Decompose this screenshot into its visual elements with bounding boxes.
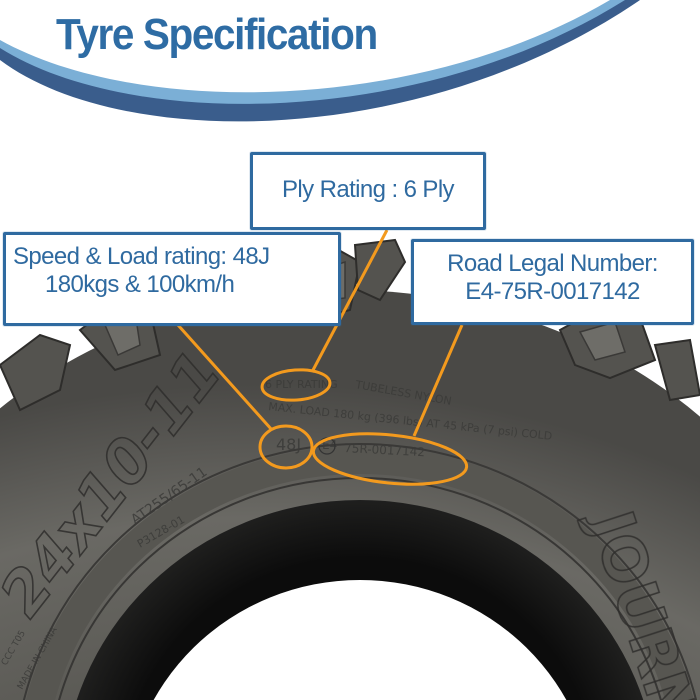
speed-load-label: Speed & Load rating: 48J <box>13 243 270 270</box>
road-legal-leader <box>412 324 464 437</box>
ply-highlight <box>260 368 332 402</box>
ply-rating-callout: Ply Rating : 6 Ply <box>250 152 486 230</box>
ply-rating-label: Ply Rating : 6 Ply <box>282 176 455 203</box>
ply-leader <box>310 229 389 373</box>
road-legal-label: Road Legal Number: <box>447 250 658 277</box>
road-legal-highlight <box>311 432 469 486</box>
page-title: Tyre Specification <box>56 10 378 59</box>
speed-load-highlight <box>258 424 314 470</box>
speed-load-callout: Speed & Load rating: 48J 180kgs & 100km/… <box>3 232 341 326</box>
speed-load-values: 180kgs & 100km/h <box>45 271 235 299</box>
header-swoosh <box>0 0 700 122</box>
svg-text:6 PLY RATING: 6 PLY RATING <box>265 378 338 391</box>
svg-text:48J: 48J <box>276 435 301 454</box>
leader-lines <box>176 229 464 437</box>
speed-load-leader <box>176 323 274 432</box>
road-legal-callout: Road Legal Number: E4-75R-0017142 <box>411 239 694 325</box>
highlight-marks <box>258 368 469 486</box>
svg-text:75R-0017142: 75R-0017142 <box>344 441 426 459</box>
road-legal-number: E4-75R-0017142 <box>465 278 640 306</box>
